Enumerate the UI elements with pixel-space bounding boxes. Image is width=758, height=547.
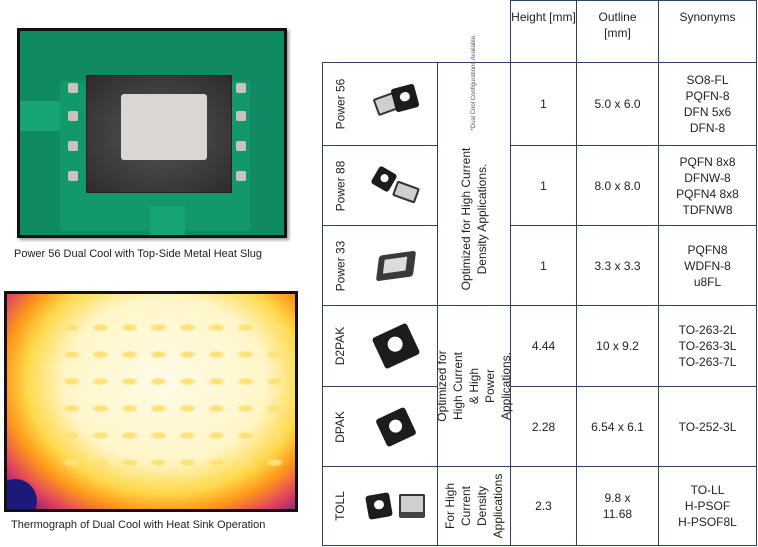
package-cell-dpak: DPAK — [322, 386, 438, 467]
package-name: Power 88 — [333, 160, 348, 211]
group-text: Optimized for High Current Density Appli… — [459, 147, 489, 291]
height-cell: 1 — [510, 225, 577, 306]
synonym: TO-LL — [690, 483, 725, 497]
header-synonyms: Synonyms — [658, 0, 757, 63]
outline-cell: 9.8 x 11.68 — [576, 466, 659, 546]
package-cell-d2pak: D2PAK — [322, 305, 438, 387]
package-cell-power88: Power 88 — [322, 145, 438, 226]
synonyms-cell: TO-263-2L TO-263-3L TO-263-7L — [658, 305, 757, 387]
synonym: WDFN-8 — [684, 258, 731, 273]
synonym: TDFNW8 — [682, 202, 733, 217]
dpak-package-icon — [363, 387, 429, 466]
synonym: TO-263-7L — [678, 355, 737, 369]
synonym: DFN-8 — [689, 121, 726, 135]
synonym: SO8-FL — [686, 73, 729, 87]
synonym: PQFN4 8x8 — [676, 186, 739, 201]
synonym: TO-263-2L — [678, 323, 737, 337]
header-outline: Outline [mm] — [576, 0, 659, 63]
height-cell: 4.44 — [510, 305, 577, 387]
synonym: PQFN 8x8 — [679, 154, 736, 169]
toll-package-icon — [363, 467, 429, 545]
height-cell: 1 — [510, 145, 577, 226]
package-cell-power56: Power 56 — [322, 62, 438, 146]
power56-board-photo — [17, 28, 287, 238]
synonyms-cell: TO-LL H-PSOF H-PSOF8L — [658, 466, 757, 546]
photo-caption: Power 56 Dual Cool with Top-Side Metal H… — [14, 248, 263, 260]
height-cell: 2.28 — [510, 386, 577, 467]
thermograph-image — [4, 291, 298, 512]
package-name: Power 33 — [333, 240, 348, 291]
power88-package-icon — [363, 146, 429, 225]
group-text: For High Current Density Applications — [443, 473, 505, 539]
group-toll: For High Current Density Applications — [437, 466, 511, 546]
synonym: PQFN-8 — [685, 89, 730, 103]
outline-cell: 10 x 9.2 — [576, 305, 659, 387]
power33-package-icon — [363, 226, 429, 305]
power56-package-icon — [363, 63, 429, 145]
d2pak-package-icon — [363, 306, 429, 386]
outline-cell: 5.0 x 6.0 — [576, 62, 659, 146]
synonym: u8FL — [693, 274, 722, 289]
synonym: PQFN8 — [687, 242, 728, 257]
synonym: H-PSOF — [684, 499, 731, 513]
group-text: Optimized for High Current & High Power … — [435, 350, 513, 422]
height-cell: 1 — [510, 62, 577, 146]
group-high-current-density: Optimized for High Current Density Appli… — [437, 34, 511, 306]
package-name: Power 56 — [333, 78, 348, 130]
package-name: D2PAK — [333, 326, 347, 366]
outline-cell: 3.3 x 3.3 — [576, 225, 659, 306]
package-name: TOLL — [332, 491, 347, 521]
metal-heat-slug — [121, 94, 207, 160]
synonym: H-PSOF8L — [678, 515, 737, 529]
package-cell-power33: Power 33 — [322, 225, 438, 306]
height-cell: 2.3 — [510, 466, 577, 546]
package-cell-toll: TOLL — [322, 466, 438, 546]
package-name: DPAK — [333, 410, 348, 443]
outline-cell: 6.54 x 6.1 — [576, 386, 659, 467]
header-height: Height [mm] — [510, 0, 577, 63]
outline-cell: 8.0 x 8.0 — [576, 145, 659, 226]
synonym: TO-252-3L — [678, 419, 737, 434]
synonym: TO-263-3L — [678, 339, 737, 353]
group-high-power: Optimized for High Current & High Power … — [435, 305, 513, 467]
group-note: *Dual Cool Configurations Available. — [471, 34, 477, 131]
synonyms-cell: TO-252-3L — [658, 386, 757, 467]
thermo-caption: Thermograph of Dual Cool with Heat Sink … — [11, 519, 266, 531]
synonym: DFN 5x6 — [683, 105, 732, 119]
synonym: DFNW-8 — [684, 170, 731, 185]
